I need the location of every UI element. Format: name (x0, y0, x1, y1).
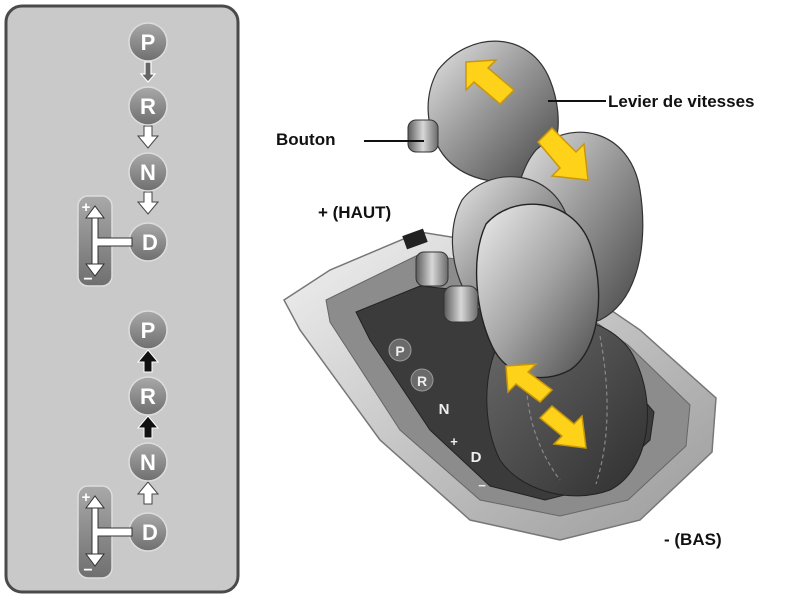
gear-letter: R (140, 94, 156, 119)
gear-bubble-p (128, 310, 168, 350)
gate-letter: D (471, 449, 482, 466)
up-arrow-icon (136, 481, 160, 505)
gear-bubble-n (128, 442, 168, 482)
down-arrow-icon (85, 553, 105, 567)
gear-letter: P (141, 30, 156, 55)
button-label: Bouton (276, 130, 336, 149)
gate-slot (402, 228, 428, 250)
gate-letter: R (417, 373, 427, 389)
gear-letter: N (140, 160, 156, 185)
gear-letter: P (141, 318, 156, 343)
gear-knob-front (475, 203, 600, 379)
forward-arrow-icon (465, 59, 516, 106)
forward-arrow-icon (505, 363, 554, 403)
down-arrow-icon (136, 125, 160, 149)
up-arrow-icon (85, 495, 105, 509)
up-arrow-icon (136, 349, 160, 373)
minus-sign: − (83, 271, 92, 288)
gate-letter: P (395, 343, 404, 359)
gate-letter: − (478, 478, 486, 493)
up-arrow-icon (85, 205, 105, 219)
gear-shifter-illustration: P R N + D − (283, 40, 717, 541)
movement-arrows (465, 59, 589, 449)
plus-sign: + (82, 199, 91, 216)
knob-button-front (443, 285, 479, 323)
gate-markings: P R N + D − (388, 338, 486, 493)
up-label: + (HAUT) (318, 203, 392, 222)
gear-letter: R (140, 384, 156, 409)
upper-sequence: P R N D + − (77, 22, 168, 288)
dashed-down-arrow-icon (139, 61, 157, 83)
gate-letter: + (450, 434, 458, 449)
gear-bubble-n (128, 152, 168, 192)
minus-sign: − (83, 562, 92, 579)
gate-letter: N (439, 401, 450, 418)
down-label: - (BAS) (664, 530, 722, 549)
gear-letter: D (142, 520, 158, 545)
gear-bubble-r (128, 376, 168, 416)
gear-letter: N (140, 450, 156, 475)
down-arrow-icon (85, 263, 105, 277)
backward-arrow-icon (536, 126, 589, 181)
backward-arrow-icon (538, 404, 587, 449)
knob-button-rear (407, 119, 439, 153)
shift-pattern-panel: P R N D + − P R N D + − (4, 4, 240, 594)
boot-stitching (595, 335, 608, 485)
plus-sign: + (82, 489, 91, 506)
gear-bubble-p (128, 22, 168, 62)
down-arrow-icon (136, 191, 160, 215)
gear-letter: D (142, 230, 158, 255)
up-arrow-icon (136, 415, 160, 439)
lever-label: Levier de vitesses (608, 92, 755, 111)
knob-button-middle (415, 251, 449, 287)
gear-bubble-r (128, 86, 168, 126)
lower-sequence: P R N D + − (77, 310, 168, 579)
